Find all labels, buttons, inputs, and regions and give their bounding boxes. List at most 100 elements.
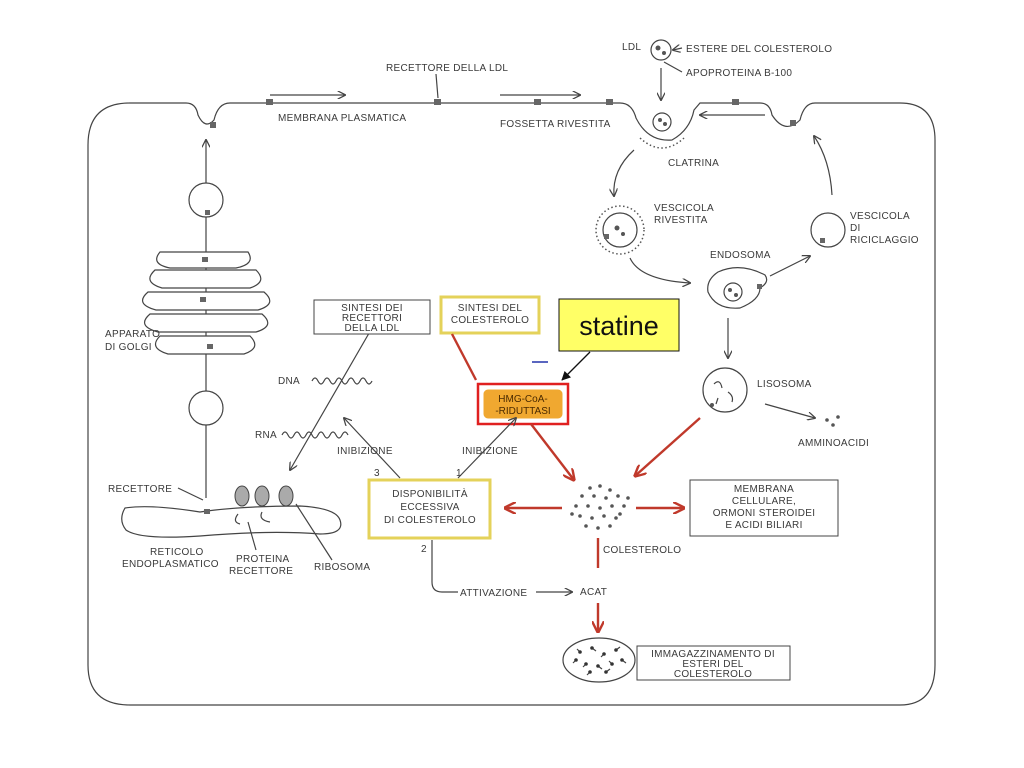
vesicle-receptor-mark — [205, 210, 210, 215]
proteina-label-2: RECETTORE — [229, 566, 293, 577]
cholesterol-ester-head — [590, 646, 594, 650]
cholesterol-ester-head — [578, 650, 582, 654]
cholesterol-ester-head — [604, 670, 608, 674]
membrane-receptor-mark — [210, 122, 216, 128]
rna-wave — [281, 431, 349, 439]
ldl-label: LDL — [622, 42, 641, 53]
ldl-particle — [650, 39, 672, 61]
lisosoma-label: LISOSOMA — [757, 379, 812, 390]
cholesterol-molecule — [598, 484, 602, 488]
membrana-plasmatica-label: MEMBRANA PLASMATICA — [278, 113, 406, 124]
riciclaggio-receptor-mark — [820, 238, 825, 243]
riciclaggio-label-1: VESCICOLA — [850, 211, 910, 222]
vescicola-ldl — [614, 225, 620, 231]
proteina-label-1: PROTEINA — [236, 554, 290, 565]
svg-text:CELLULARE,: CELLULARE, — [732, 496, 796, 507]
cholesterol-molecule — [626, 496, 630, 500]
colesterolo-label: COLESTEROLO — [603, 545, 681, 556]
vescicola-rivestita-label-2: RIVESTITA — [654, 215, 708, 226]
cholesterol-ester-head — [584, 662, 588, 666]
sintesi-colesterolo-box: SINTESI DEL COLESTEROLO — [439, 295, 541, 335]
reticolo-label-1: RETICOLO — [150, 547, 204, 558]
svg-text:DI COLESTEROLO: DI COLESTEROLO — [384, 515, 476, 526]
ribosoma-pointer — [295, 503, 333, 561]
aminoacid-dot — [836, 415, 840, 419]
endosoma-receptor-mark — [757, 284, 762, 289]
amminoacidi-label: AMMINOACIDI — [798, 438, 869, 449]
cholesterol-molecule — [616, 494, 620, 498]
inibizione-1-arrow — [457, 418, 516, 479]
cholesterol-ester-head — [596, 664, 600, 668]
statine-text: statine — [579, 311, 659, 341]
cholesterol-molecule — [578, 514, 582, 518]
er-receptor-mark — [204, 509, 210, 514]
lisosoma-contents — [713, 381, 734, 405]
storage-contents — [572, 646, 627, 676]
enzyme-to-cholesterol-arrow — [530, 423, 574, 480]
num-1-label: 1 — [456, 468, 462, 479]
attivazione-arrow — [431, 540, 572, 592]
ldl-core — [662, 51, 666, 55]
estere-label: ESTERE DEL COLESTEROLO — [686, 44, 832, 55]
statine-pointer — [561, 351, 591, 381]
pit-to-vesicle-arrow — [614, 149, 635, 196]
num-3-label: 3 — [374, 468, 380, 479]
recettore-label: RECETTORE — [108, 484, 172, 495]
cholesterol-molecule — [614, 516, 618, 520]
fossetta-rivestita-label: FOSSETTA RIVESTITA — [500, 119, 611, 130]
vescicola-receptor-mark — [604, 234, 609, 239]
proteina-pointer — [247, 521, 257, 551]
cholesterol-molecule — [608, 488, 612, 492]
endosoma-inner — [723, 282, 743, 302]
svg-text:RECETTORI: RECETTORI — [342, 313, 402, 324]
endosoma — [707, 267, 768, 309]
golgi-label-1: APPARATO — [105, 329, 160, 340]
apparato-golgi — [141, 251, 271, 355]
cholesterol-molecule — [622, 504, 626, 508]
attivazione-label: ATTIVAZIONE — [460, 588, 527, 599]
dna-label: DNA — [278, 376, 300, 387]
membrana-cellulare-box: MEMBRANA CELLULARE, ORMONI STEROIDEI E A… — [689, 479, 839, 537]
apoproteina-label: APOPROTEINA B-100 — [686, 68, 792, 79]
attivazione-label-bg — [458, 585, 536, 599]
svg-text:SINTESI DEI: SINTESI DEI — [341, 303, 403, 314]
cholesterol-molecule — [590, 516, 594, 520]
vescicola-riciclaggio — [810, 212, 846, 248]
riciclaggio-label-2: DI — [850, 223, 861, 234]
recettore-pointer — [177, 487, 204, 501]
cholesterol-molecule — [608, 524, 612, 528]
cholesterol-pool — [570, 484, 630, 530]
sintesi-recettori-box: SINTESI DEI RECETTORI DELLA LDL — [313, 299, 431, 335]
cholesterol-ester-head — [620, 658, 624, 662]
lisosoma-particle — [710, 403, 714, 407]
cholesterol-ester-head — [614, 648, 618, 652]
cell-membrane — [87, 102, 936, 706]
apoproteina-pointer — [663, 61, 683, 73]
vescicola-coat — [595, 205, 645, 255]
cholesterol-molecule — [588, 486, 592, 490]
riciclaggio-label-3: RICICLAGGIO — [850, 235, 919, 246]
vescicola-secretoria-top — [188, 182, 224, 218]
immagazzinamento-box: IMMAGAZZINAMENTO DI ESTERI DEL COLESTERO… — [636, 645, 791, 681]
cholesterol-molecule — [598, 506, 602, 510]
cholesterol-molecule — [586, 504, 590, 508]
aminoacid-dot — [831, 423, 835, 427]
lysosome-to-aminoacids-arrow — [764, 403, 815, 418]
lisosoma — [702, 367, 748, 413]
recettore-ldl-label: RECETTORE DELLA LDL — [386, 63, 508, 74]
reticolo-label-2: ENDOPLASMATICO — [122, 559, 219, 570]
inibizione-3-arrow — [344, 418, 401, 479]
golgi-label-2: DI GOLGI — [105, 342, 152, 353]
pit-ldl-core — [658, 118, 662, 122]
cholesterol-molecule — [570, 512, 574, 516]
membrane-receptor-mark — [266, 99, 273, 105]
vescicola-rivestita-label-1: VESCICOLA — [654, 203, 714, 214]
recettore-ldl-pointer — [435, 73, 439, 99]
ribosoma-label: RIBOSOMA — [314, 562, 370, 573]
membrane-receptor-mark — [534, 99, 541, 105]
estere-pointer — [673, 48, 683, 50]
statine-callout: statine — [558, 298, 680, 352]
recycling-to-membrane-arrow — [814, 136, 833, 196]
membrane-receptor-mark — [732, 99, 739, 105]
hmg-coa-riduttasi-box: HMG-CoA- -RIDUTTASI — [476, 382, 570, 426]
